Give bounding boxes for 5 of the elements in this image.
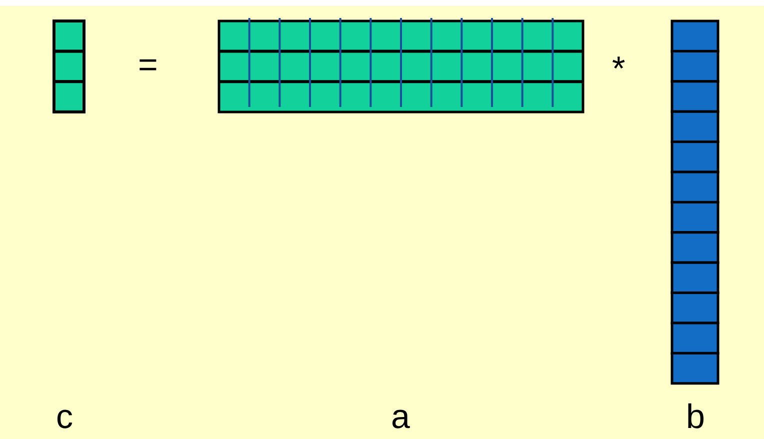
matrix-label: b (686, 400, 705, 434)
matrix-label: a (391, 400, 410, 434)
multiplication-sign: * (612, 52, 626, 86)
equals-sign: = (138, 48, 158, 82)
matrix-label: c (56, 400, 73, 434)
